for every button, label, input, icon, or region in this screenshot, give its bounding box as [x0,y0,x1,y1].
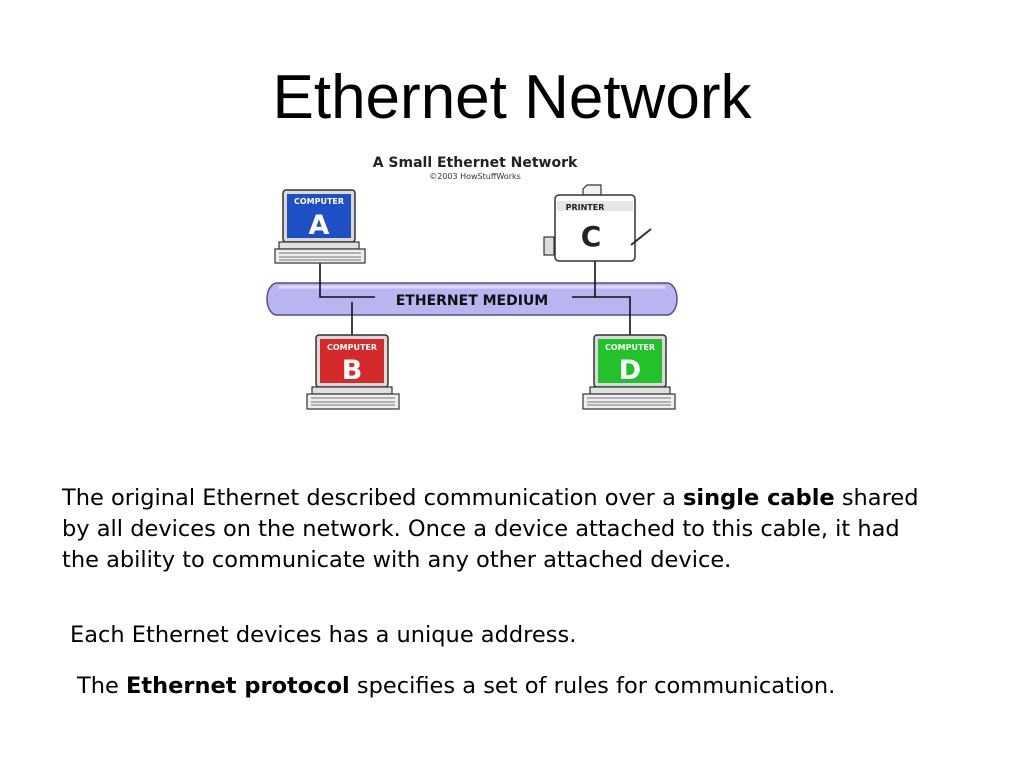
computer-b-type: COMPUTER [327,343,377,352]
computer-d-letter: D [619,355,641,386]
computer-b-letter: B [342,355,363,386]
computer-a-letter: A [309,210,330,241]
p3-text-a: The [77,673,126,699]
network-cables [319,261,631,335]
p1-emphasis-single-cable: single cable [683,485,835,511]
computer-d-type: COMPUTER [605,343,655,352]
paragraph-single-cable: The original Ethernet described communic… [62,483,922,576]
diagram-copyright: ©2003 HowStuffWorks [429,172,521,181]
computer-b: COMPUTER B [306,334,400,410]
computer-b-screen [320,339,384,383]
p3-emphasis-ethernet-protocol: Ethernet protocol [126,673,350,699]
medium-label: ETHERNET MEDIUM [396,293,549,309]
paragraph-ethernet-protocol: The Ethernet protocol specifies a set of… [77,671,977,702]
paragraph-unique-address: Each Ethernet devices has a unique addre… [70,622,577,648]
p1-text-a: The original Ethernet described communic… [62,485,684,511]
ethernet-medium: ETHERNET MEDIUM [266,282,678,316]
ethernet-diagram: A Small Ethernet Network ©2003 HowStuffW… [265,145,685,425]
slide-title: Ethernet Network [272,63,752,132]
printer-c-letter: C [581,220,602,253]
p1-text-c: shared by all devices on the network. On… [62,485,919,573]
medium-tube [266,282,678,316]
computer-a-screen [287,194,351,238]
printer-c-type: PRINTER [566,203,605,212]
printer-c: PRINTER C [543,184,652,262]
computer-a-type: COMPUTER [294,197,344,206]
diagram-title: A Small Ethernet Network [373,155,578,171]
computer-d-screen [598,339,662,383]
p3-text-c: specifies a set of rules for communicati… [349,673,836,699]
computer-d: COMPUTER D [582,334,676,410]
computer-a: COMPUTER A [274,189,366,264]
